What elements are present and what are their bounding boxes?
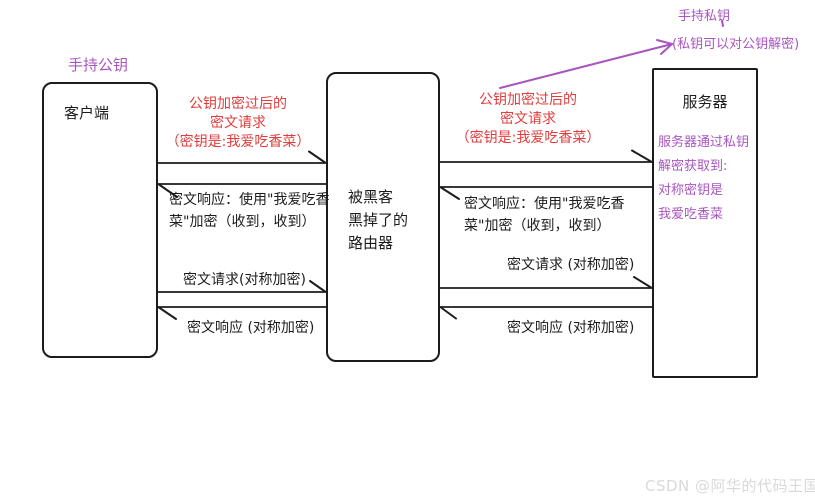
right-request1-line: 公钥加密过后的 — [479, 92, 577, 108]
right-request1-label: 公钥加密过后的 密文请求 （密钥是:我爱吃香菜） — [443, 91, 613, 148]
left-request1-line: 公钥加密过后的 — [189, 96, 287, 112]
right-request1-line: 密文请求 — [500, 111, 556, 127]
right-response1-label: 密文响应：使用"我爱吃香 菜"加密（收到，收到） — [464, 193, 624, 237]
arrow-router-server-request2 — [439, 276, 653, 289]
arrow-server-router-response2 — [439, 306, 653, 320]
server-private-key-label: 手持私钥 — [678, 9, 731, 24]
server-label: 服务器 — [682, 93, 728, 111]
right-response1-line: 菜"加密（收到，收到） — [464, 218, 611, 234]
left-request1-label: 公钥加密过后的 密文请求 （密钥是:我爱吃香菜） — [153, 95, 323, 152]
left-response1-line: 密文响应：使用"我爱吃香 — [169, 192, 330, 208]
right-response2-label: 密文响应 (对称加密) — [507, 320, 635, 336]
csdn-watermark: CSDN @阿华的代码王国 — [645, 477, 815, 495]
left-request2-label: 密文请求(对称加密) — [183, 272, 306, 288]
arrow-router-client-response2 — [157, 306, 327, 320]
arrow-server-router-response1 — [439, 186, 653, 200]
left-request1-line: （密钥是:我爱吃香菜） — [165, 134, 311, 150]
left-response1-line: 菜"加密（收到，收到） — [169, 214, 316, 230]
right-response1-line: 密文响应：使用"我爱吃香 — [464, 196, 625, 212]
router-label: 被黑客 黑掉了的 路由器 — [348, 186, 408, 255]
router-label-line: 路由器 — [348, 234, 394, 252]
server-box — [652, 68, 758, 378]
left-response1-label: 密文响应：使用"我爱吃香 菜"加密（收到，收到） — [169, 189, 329, 233]
server-note-line: 我爱吃香菜 — [658, 207, 724, 222]
left-request1-line: 密文请求 — [210, 115, 266, 131]
right-request2-label: 密文请求 (对称加密) — [507, 257, 635, 273]
arrow-client-router-request2 — [157, 280, 327, 293]
server-private-key-hint: (私钥可以对公钥解密) — [672, 37, 800, 52]
private-key-arrow — [499, 20, 724, 89]
router-box — [326, 72, 440, 362]
client-label: 客户端 — [64, 104, 110, 122]
arrow-router-server-request1 — [439, 149, 653, 163]
server-private-key-note: 服务器通过私钥 解密获取到: 对称密钥是 我爱吃香菜 — [658, 131, 749, 227]
arrow-client-router-request1 — [157, 150, 327, 164]
left-response2-label: 密文响应 (对称加密) — [187, 320, 315, 336]
arrow-router-client-response1 — [157, 183, 327, 198]
server-note-line: 解密获取到: — [658, 159, 728, 174]
client-box — [42, 82, 158, 358]
server-note-line: 对称密钥是 — [658, 183, 724, 198]
right-request1-line: （密钥是:我爱吃香菜） — [455, 130, 601, 146]
client-public-key-label: 手持公钥 — [68, 56, 129, 74]
server-note-line: 服务器通过私钥 — [658, 135, 750, 150]
router-label-line: 黑掉了的 — [348, 211, 409, 229]
router-label-line: 被黑客 — [348, 188, 394, 206]
